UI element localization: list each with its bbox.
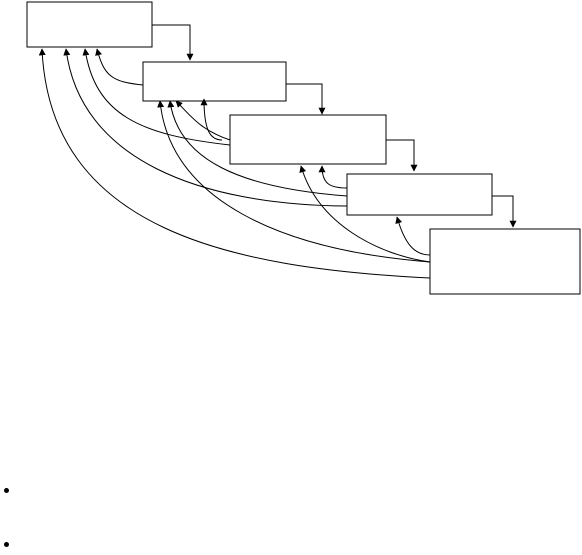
feedback-arrow-2-to-1 [95, 48, 144, 86]
forward-arrow-4-to-5 [492, 195, 517, 228]
stage-box-5 [429, 228, 581, 295]
stage-box-2 [142, 61, 287, 102]
forward-arrow-3-to-4 [386, 139, 418, 172]
feedback-arrow-4-to-1 [63, 48, 348, 207]
feedback-arrow-5-to-1 [38, 48, 431, 279]
forward-arrow-1-to-2 [152, 24, 194, 61]
feedback-arrow-3-to-2 [175, 100, 231, 141]
feedback-arrow-5-to-3 [299, 165, 431, 263]
forward-arrow-2-to-3 [286, 83, 326, 115]
feedback-arrow-5-to-4 [395, 216, 431, 256]
feedback-arrow-5-to-2 [157, 100, 431, 263]
stage-box-1 [26, 1, 153, 48]
feedback-arrow-4-to-2 [167, 100, 348, 197]
feedback-arrow-4-to-3 [318, 165, 348, 189]
feedback-arrow-3-to-2-short [200, 98, 223, 141]
bullet-point-2 [4, 542, 9, 547]
stage-box-4 [346, 173, 493, 216]
feedback-arrow-3-to-1 [82, 48, 231, 146]
bullet-point-1 [4, 488, 9, 493]
stage-box-3 [229, 114, 387, 165]
